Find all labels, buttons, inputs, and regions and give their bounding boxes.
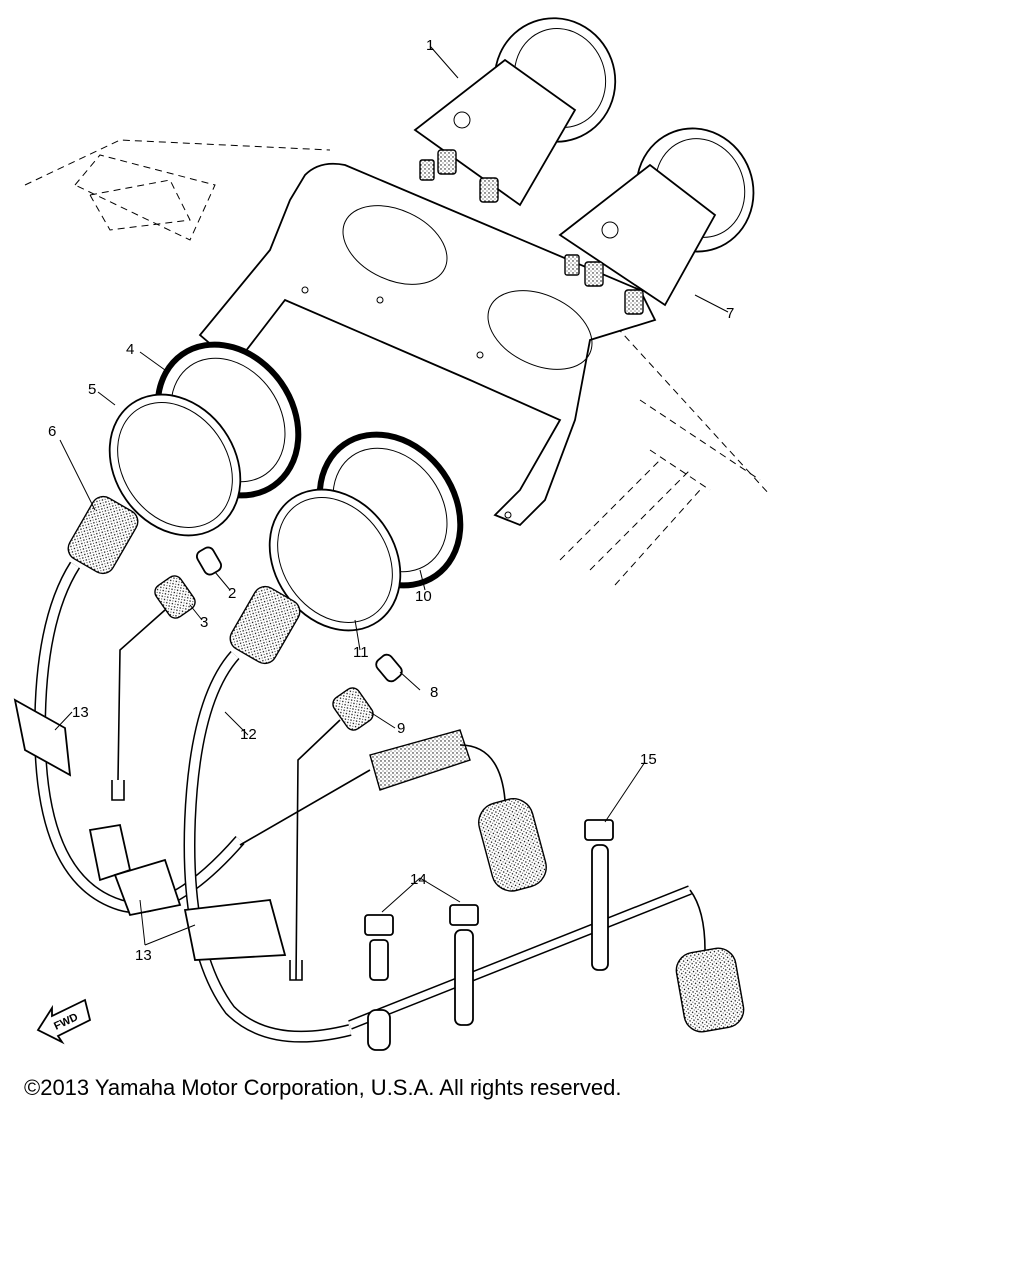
callout-8: 8 — [430, 684, 438, 701]
cable-ties — [364, 819, 614, 1026]
callout-6: 6 — [48, 423, 56, 440]
callout-1: 1 — [426, 37, 434, 54]
callout-9: 9 — [397, 720, 405, 737]
bulb-8 — [375, 653, 403, 683]
callout-10: 10 — [415, 588, 432, 605]
gasket-right — [268, 488, 402, 632]
socket-3 — [111, 575, 196, 801]
tachometer — [558, 127, 755, 315]
callout-11: 11 — [353, 644, 369, 661]
callout-13a: 13 — [72, 704, 89, 721]
callout-4: 4 — [126, 341, 134, 358]
callout-labels: 1 2 3 4 5 6 7 8 9 10 11 12 13 13 14 15 — [48, 37, 734, 964]
callout-5: 5 — [88, 381, 96, 398]
callout-13b: 13 — [135, 947, 152, 964]
callout-2: 2 — [228, 585, 236, 602]
speedometer — [413, 17, 617, 207]
bulb-2 — [196, 546, 222, 576]
socket-9 — [289, 687, 374, 981]
callout-7: 7 — [726, 305, 734, 322]
lower-lead — [348, 885, 745, 1051]
cable-clamps — [13, 698, 287, 961]
fwd-arrow-icon: FWD — [36, 998, 92, 1045]
exploded-parts-diagram: 1 2 3 4 5 6 7 8 9 10 11 12 13 13 14 15 F… — [13, 17, 771, 1051]
copyright-notice: ©2013 Yamaha Motor Corporation, U.S.A. A… — [24, 1075, 622, 1100]
cable-12 — [183, 585, 352, 1043]
callout-14: 14 — [410, 871, 427, 888]
leader-lines — [54, 45, 729, 946]
callout-12: 12 — [240, 726, 257, 743]
callout-15: 15 — [640, 751, 657, 768]
gasket-left — [108, 393, 242, 537]
indicator-lead — [239, 729, 547, 892]
callout-3: 3 — [200, 614, 208, 631]
